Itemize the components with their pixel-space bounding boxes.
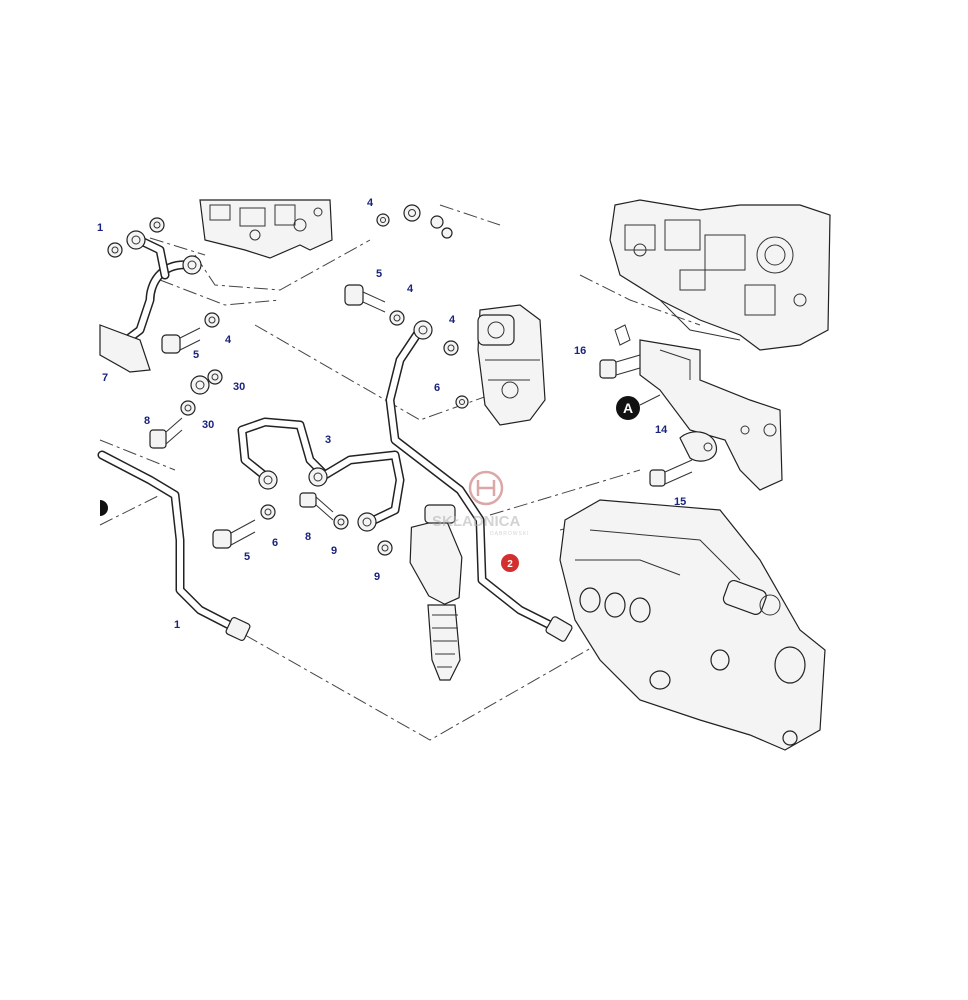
edge-marker: [100, 500, 108, 516]
callout-6: 6: [434, 382, 440, 394]
callout-8: 8: [305, 531, 311, 543]
callout-5: 5: [193, 349, 199, 361]
callout-4: 4: [407, 283, 414, 295]
callout-9: 9: [374, 571, 380, 583]
callout-30: 30: [233, 381, 245, 393]
highlight-marker-2: 2: [501, 554, 519, 572]
engine-block-top-right: [609, 199, 831, 351]
highlight-marker-label: 2: [507, 559, 513, 570]
manifold-block-7: [99, 324, 151, 373]
callout-5: 5: [376, 268, 382, 280]
callout-30: 30: [202, 419, 214, 431]
callout-8: 8: [144, 415, 150, 427]
watermark: SKŁADNICA DĄBROWSKI: [432, 470, 530, 537]
engine-block-top-left: [199, 199, 333, 259]
callout-3: 3: [325, 434, 331, 446]
callout-1: 1: [97, 222, 103, 234]
watermark-sub: DĄBROWSKI: [490, 531, 530, 537]
pipe-clamp: [679, 431, 718, 462]
callout-5: 5: [244, 551, 250, 563]
screw-16: [599, 354, 641, 379]
callout-4: 4: [367, 197, 374, 209]
injection-pump: [559, 499, 826, 751]
watermark-brand: SKŁADNICA: [432, 513, 520, 530]
watermark-logo: [468, 470, 504, 506]
mounting-bracket: [614, 324, 783, 491]
fuel-injector: [409, 504, 463, 681]
callout-15: 15: [674, 496, 686, 508]
view-marker-a: A: [616, 394, 661, 420]
callout-7: 7: [102, 372, 108, 384]
callout-1: 1: [174, 619, 180, 631]
callout-14: 14: [655, 424, 668, 436]
view-marker-label: A: [623, 400, 633, 416]
callout-labels: 1 4 5 4 4 5 4 7 30 6 8 30 16 14 15 3 6 8…: [97, 197, 686, 631]
callout-9: 9: [331, 545, 337, 557]
screw-15: [649, 459, 693, 487]
callout-16: 16: [574, 345, 586, 357]
fuel-valve-unit: [477, 304, 546, 426]
callout-4: 4: [225, 334, 232, 346]
callout-6: 6: [272, 537, 278, 549]
fittings: [107, 204, 573, 642]
callout-4: 4: [449, 314, 456, 326]
